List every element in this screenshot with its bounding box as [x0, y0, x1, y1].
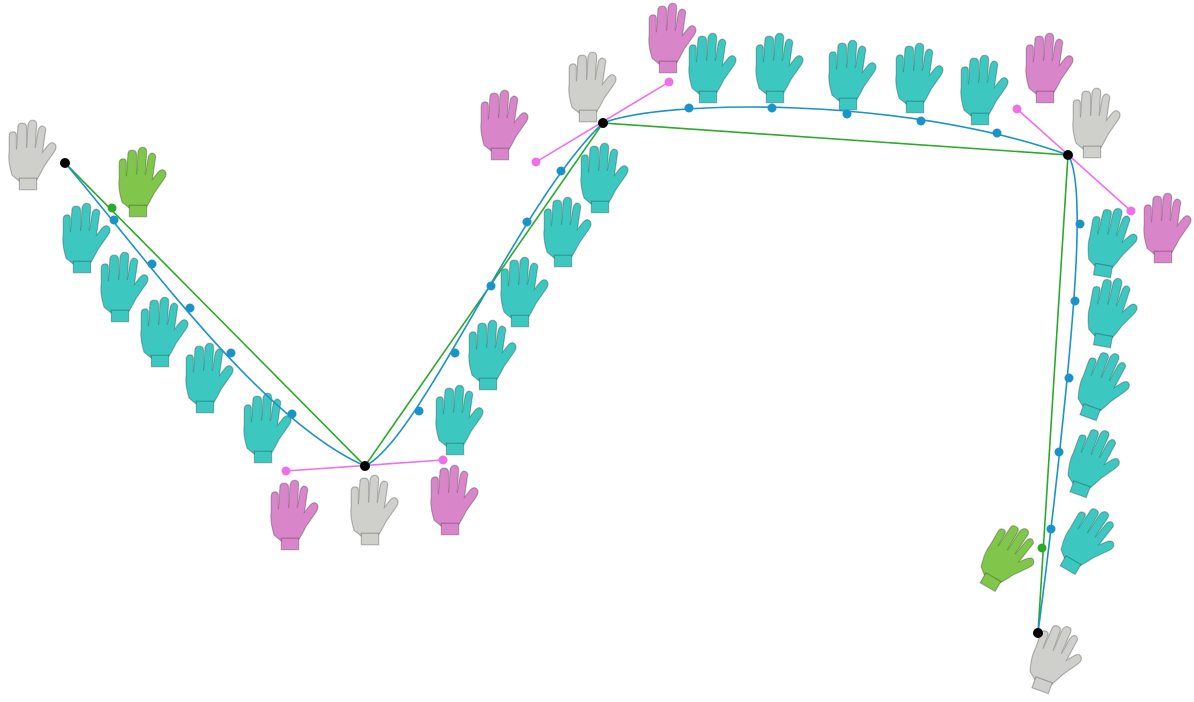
spline-sample-point: [842, 109, 852, 119]
spline-sample-point: [992, 128, 1002, 138]
keyframe-hand-icon: [1021, 618, 1091, 702]
spline-sample-point: [185, 303, 195, 313]
tangent-hand-icon: [1143, 192, 1192, 264]
keyframe-point: [1033, 628, 1043, 638]
spline-sample-point: [684, 103, 694, 113]
interpolated-hand-icon: [755, 32, 804, 104]
spline-sample-point: [287, 409, 297, 419]
keyframe-hand-icon: [568, 51, 617, 123]
tangent-endpoint: [531, 157, 541, 167]
keyframe-point: [60, 158, 70, 168]
spline-sample-point: [916, 116, 926, 126]
interpolated-hand-icon: [62, 202, 111, 274]
spline-sample-point: [1064, 373, 1074, 383]
keyframe-point: [1063, 150, 1073, 160]
spline-sample-point: [1054, 447, 1064, 457]
interpolated-hand-icon: [1050, 499, 1128, 585]
interpolated-hand-icon: [1082, 273, 1143, 352]
keyframe-hand-icon: [8, 119, 57, 191]
interpolated-hand-icon: [1082, 203, 1143, 282]
linear-midpoint: [1037, 543, 1047, 553]
spline-sample-point: [767, 103, 777, 113]
spline-sample-point: [109, 215, 119, 225]
keyframe-point: [360, 461, 370, 471]
spline-sample-point: [450, 348, 460, 358]
interpolated-hand-icon: [828, 39, 877, 111]
tangent-hand-icon: [270, 479, 319, 551]
tangent-line: [1016, 108, 1132, 212]
tangent-endpoint: [438, 455, 448, 465]
tangent-hand-icon: [1025, 32, 1074, 104]
interpolated-hand-icon: [895, 42, 944, 114]
tangent-endpoint: [1012, 104, 1022, 114]
interpolated-hand-icon: [140, 296, 189, 368]
spline-sample-point: [1046, 524, 1056, 534]
interpolated-hand-icon: [1069, 345, 1139, 429]
interpolated-hand-icon: [468, 319, 517, 391]
interpolated-hand-icon: [1059, 422, 1129, 506]
tangent-hand-icon: [480, 89, 529, 161]
spline-sample-point: [486, 281, 496, 291]
interpolated-hand-icon: [580, 142, 629, 214]
interpolated-hand-icon: [500, 256, 549, 328]
spline-sample-point: [226, 348, 236, 358]
interpolated-hand-icon: [435, 384, 484, 456]
interpolated-hand-icon: [960, 54, 1009, 126]
interpolated-hand-icon: [688, 32, 737, 104]
spline-sample-point: [556, 166, 566, 176]
tangent-hand-icon: [430, 464, 479, 536]
linear-midpoint: [107, 203, 117, 213]
spline-sample-point: [522, 217, 532, 227]
keyframe-hand-icon: [350, 474, 399, 546]
midpoint-hand-icon: [118, 146, 167, 218]
interpolated-hand-icon: [543, 196, 592, 268]
spline-sample-point: [1070, 296, 1080, 306]
tangent-endpoint: [1126, 206, 1136, 216]
spline-sample-point: [1075, 219, 1085, 229]
interpolated-hand-icon: [243, 392, 292, 464]
points: [60, 77, 1136, 638]
keyframe-point: [598, 118, 608, 128]
tangent-endpoint: [281, 466, 291, 476]
tangent-endpoint: [664, 77, 674, 87]
midpoint-hand-icon: [970, 516, 1048, 602]
keyframe-hand-icon: [1072, 87, 1121, 159]
spline-sample-point: [147, 259, 157, 269]
spline-sample-point: [414, 406, 424, 416]
